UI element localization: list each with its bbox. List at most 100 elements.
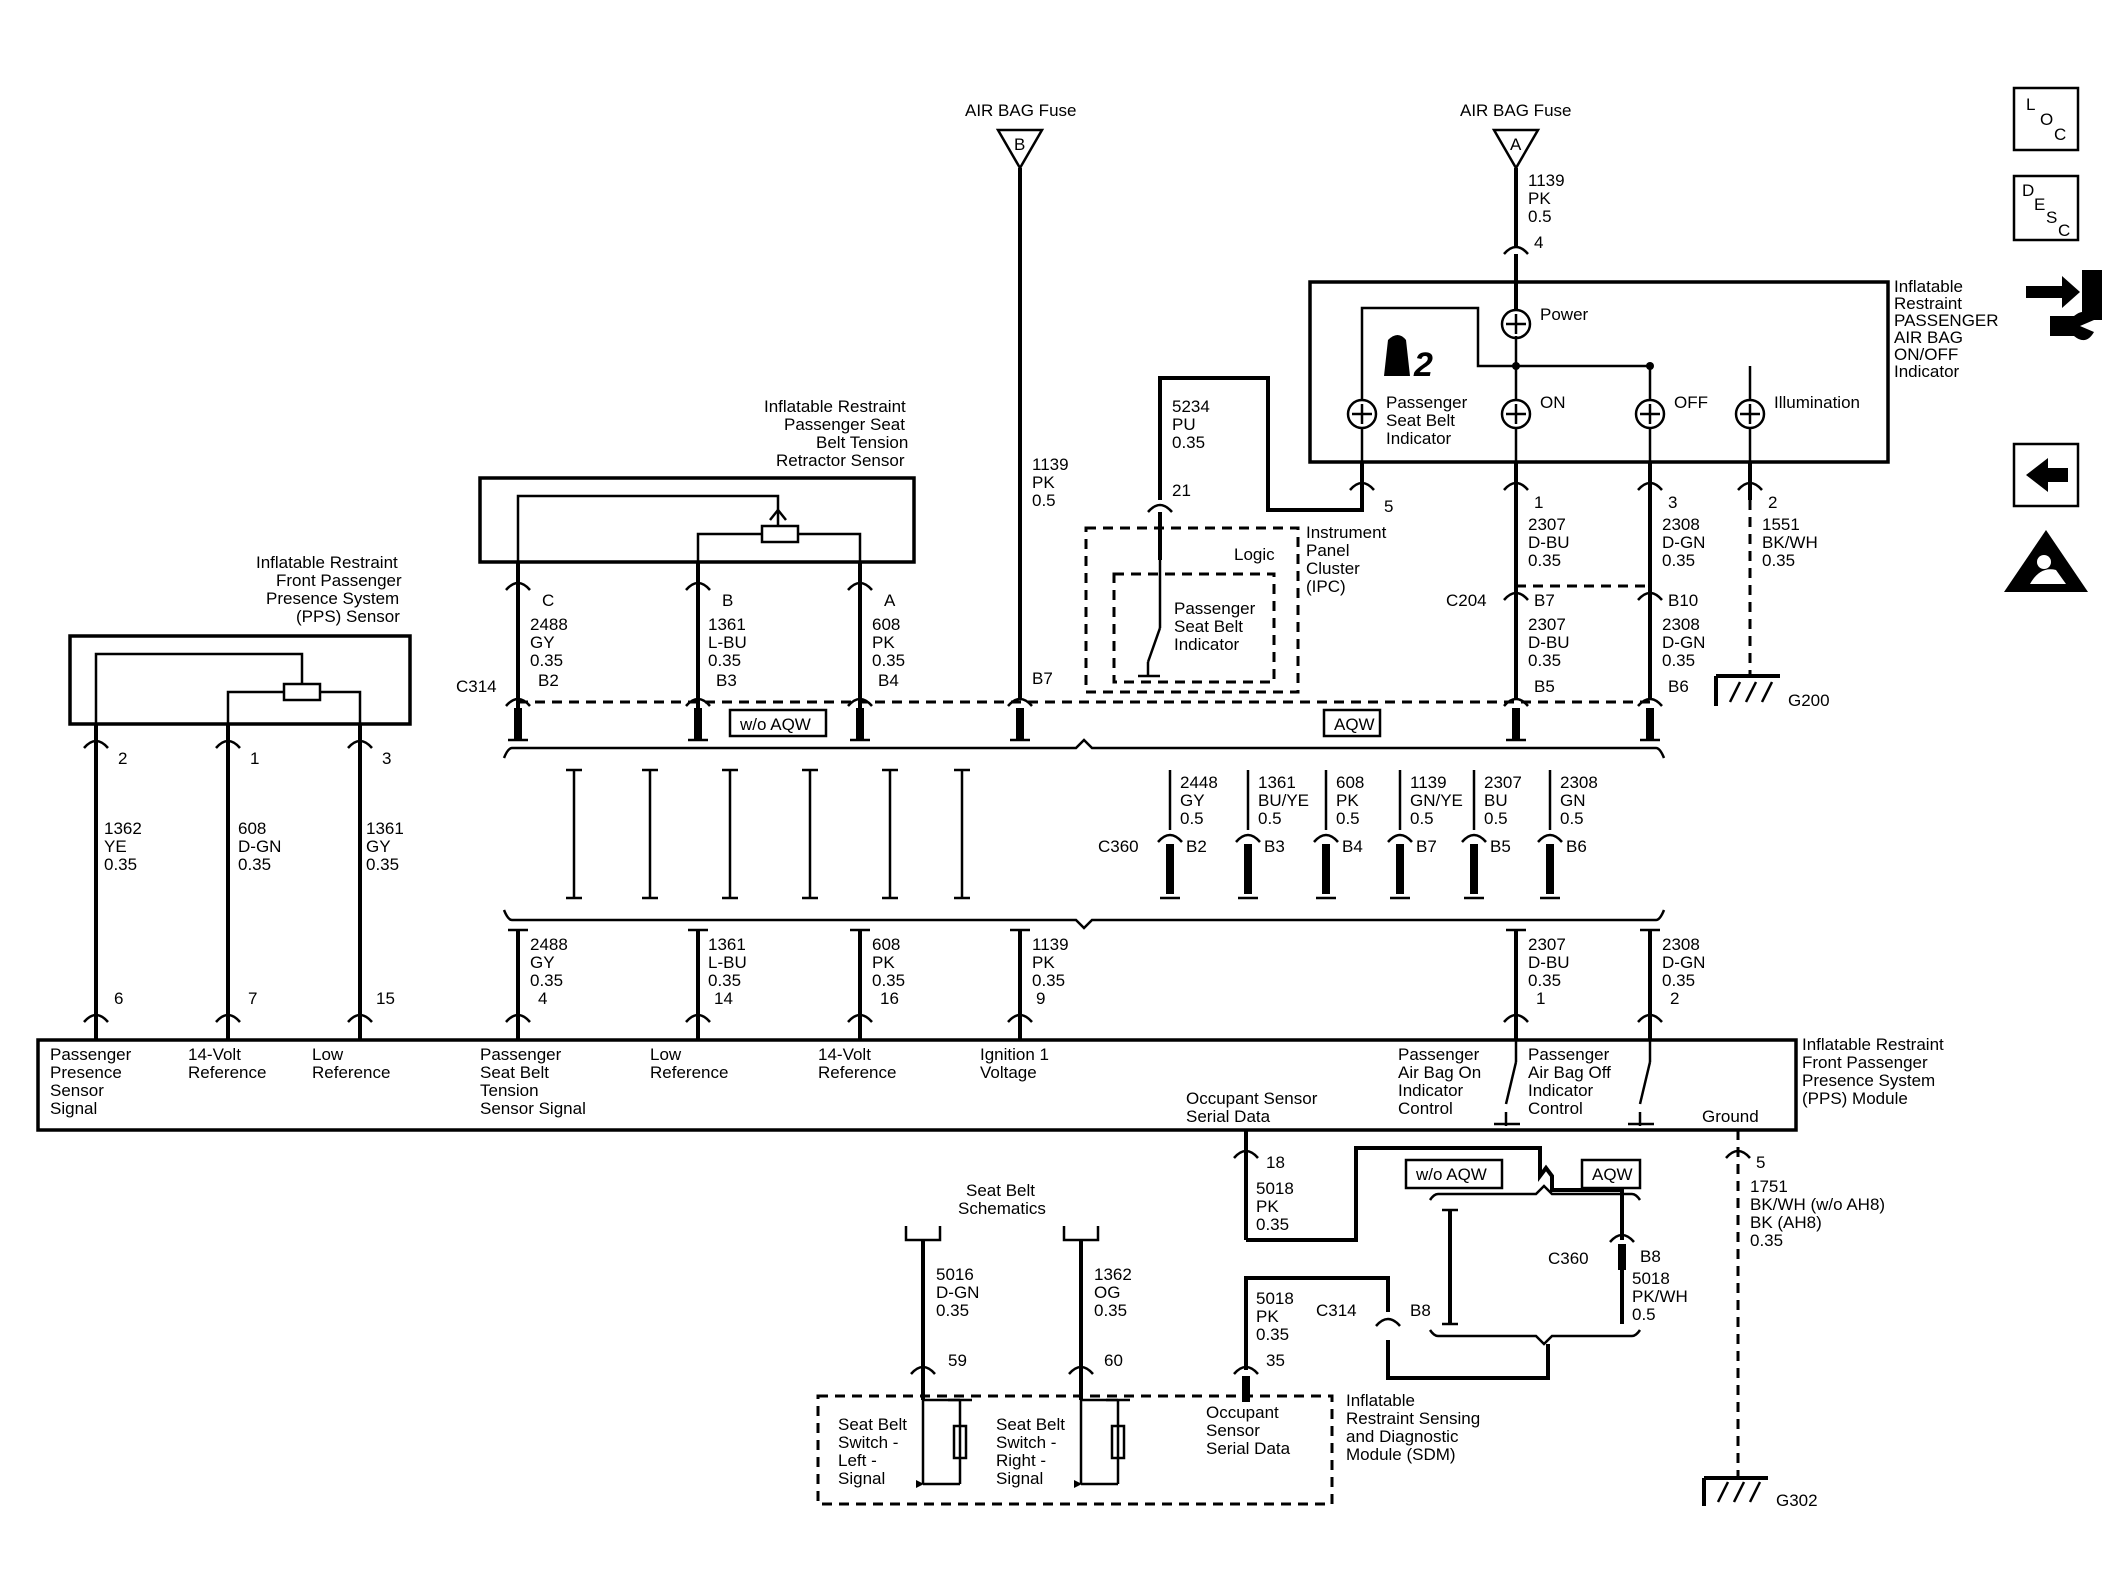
svg-text:1361: 1361 (708, 615, 746, 634)
c314-lower: C314 B8 5018 PK 0.35 35 (1233, 1276, 1431, 1402)
svg-text:Schematics: Schematics (958, 1199, 1046, 1218)
svg-text:Serial Data: Serial Data (1206, 1439, 1291, 1458)
svg-text:GY: GY (366, 837, 391, 856)
svg-text:1362: 1362 (1094, 1265, 1132, 1284)
desc-icon[interactable]: D E S C (2012, 174, 2080, 242)
off-lamp-icon: OFF (1634, 393, 1708, 430)
svg-text:Instrument: Instrument (1306, 523, 1387, 542)
svg-text:0.35: 0.35 (1032, 971, 1065, 990)
svg-text:Front Passenger: Front Passenger (276, 571, 402, 590)
svg-text:0.5: 0.5 (1632, 1305, 1656, 1324)
svg-text:0.35: 0.35 (1662, 651, 1695, 670)
svg-text:1139: 1139 (1410, 773, 1447, 792)
svg-text:B7: B7 (1416, 837, 1437, 856)
svg-text:Panel: Panel (1306, 541, 1349, 560)
psbi-lamp-icon: Passenger Seat Belt Indicator (1346, 393, 1468, 448)
svg-text:59: 59 (948, 1351, 967, 1370)
wire-2307-d-bu: 1 2307 D-BU 0.35 B7 2307 D-BU 0.35 B5 (1503, 462, 1570, 700)
airbag-warning-icon[interactable] (2004, 530, 2088, 592)
c204-label: C204 (1446, 591, 1487, 610)
svg-text:Passenger: Passenger (1386, 393, 1468, 412)
svg-text:Reference: Reference (650, 1063, 728, 1082)
svg-text:Illumination: Illumination (1774, 393, 1860, 412)
svg-text:B3: B3 (1264, 837, 1285, 856)
wire-2308-d-gn: 3 2308 D-GN 0.35 B10 2308 D-GN 0.35 B6 (1637, 462, 1705, 700)
svg-text:Presence System: Presence System (266, 589, 399, 608)
svg-text:GN/YE: GN/YE (1410, 791, 1463, 810)
svg-text:GY: GY (530, 633, 555, 652)
svg-text:B8: B8 (1410, 1301, 1431, 1320)
svg-text:B4: B4 (878, 671, 899, 690)
svg-text:Passenger: Passenger (480, 1045, 562, 1064)
lower-harness-wires: 2488 GY 0.35 4 1361 L-BU 0.35 14 608 PK … (505, 928, 1705, 1040)
connector-wrench-icon[interactable] (2026, 270, 2102, 341)
illumination-lamp-icon: Illumination (1734, 393, 1860, 430)
seat-belt-tension-sensor: Inflatable Restraint Passenger Seat Belt… (478, 397, 916, 580)
seatbelt-symbol-icon: 2 (1384, 335, 1433, 384)
svg-text:1: 1 (1536, 989, 1545, 1008)
svg-text:608: 608 (1336, 773, 1364, 792)
svg-text:0.35: 0.35 (708, 651, 741, 670)
svg-text:and Diagnostic: and Diagnostic (1346, 1427, 1459, 1446)
svg-text:15: 15 (376, 989, 395, 1008)
svg-text:PK: PK (1032, 473, 1055, 492)
svg-text:0.35: 0.35 (238, 855, 271, 874)
wire-5018-serial: 18 5018 PK 0.35 (1233, 1130, 1624, 1242)
svg-text:B10: B10 (1668, 591, 1698, 610)
svg-text:GY: GY (1180, 791, 1205, 810)
svg-text:Indicator: Indicator (1528, 1081, 1594, 1100)
svg-text:Control: Control (1398, 1099, 1453, 1118)
svg-text:Seat Belt: Seat Belt (1386, 411, 1455, 430)
svg-text:Indicator: Indicator (1398, 1081, 1464, 1100)
svg-text:Signal: Signal (996, 1469, 1043, 1488)
svg-text:5: 5 (1384, 497, 1393, 516)
svg-text:1362: 1362 (104, 819, 142, 838)
svg-text:Ground: Ground (1702, 1107, 1759, 1126)
c360-connector: C360 2448 GY 0.5 B2 1361 BU/YE 0.5 B3 60… (1098, 770, 1598, 900)
svg-text:Indicator: Indicator (1174, 635, 1240, 654)
pps-module: Inflatable Restraint Front Passenger Pre… (36, 1035, 1944, 1132)
svg-text:D-GN: D-GN (1662, 953, 1705, 972)
tag-wo-aqw-lower: w/o AQW (1404, 1158, 1504, 1190)
svg-text:BK/WH (w/o AH8): BK/WH (w/o AH8) (1750, 1195, 1885, 1214)
svg-text:Right -: Right - (996, 1451, 1046, 1470)
svg-text:5: 5 (1756, 1153, 1765, 1172)
svg-text:Presence: Presence (50, 1063, 122, 1082)
svg-text:GY: GY (530, 953, 555, 972)
svg-text:Tension: Tension (480, 1081, 539, 1100)
svg-text:BU: BU (1484, 791, 1508, 810)
svg-text:5016: 5016 (936, 1265, 974, 1284)
svg-text:14-Volt: 14-Volt (818, 1045, 871, 1064)
svg-text:Serial Data: Serial Data (1186, 1107, 1271, 1126)
svg-text:1: 1 (250, 749, 259, 768)
svg-text:B: B (1014, 135, 1025, 154)
svg-text:Retractor Sensor: Retractor Sensor (776, 451, 905, 470)
svg-text:0.35: 0.35 (1750, 1231, 1783, 1250)
svg-text:Passenger: Passenger (1528, 1045, 1610, 1064)
svg-text:Indicator: Indicator (1894, 362, 1960, 381)
svg-text:0.35: 0.35 (872, 651, 905, 670)
svg-text:0.35: 0.35 (1256, 1215, 1289, 1234)
pps-sensor: Inflatable Restraint Front Passenger Pre… (68, 553, 412, 742)
svg-text:21: 21 (1172, 481, 1191, 500)
svg-text:D-BU: D-BU (1528, 953, 1570, 972)
svg-text:0.35: 0.35 (1662, 551, 1695, 570)
svg-text:Module (SDM): Module (SDM) (1346, 1445, 1456, 1464)
svg-text:14: 14 (714, 989, 733, 1008)
svg-text:Belt Tension: Belt Tension (816, 433, 908, 452)
svg-text:B7: B7 (1032, 669, 1053, 688)
svg-text:Inflatable Restraint: Inflatable Restraint (764, 397, 906, 416)
seat-belt-schematics-ref[interactable]: Seat Belt Schematics (904, 1181, 1100, 1400)
svg-text:Seat Belt: Seat Belt (838, 1415, 907, 1434)
svg-text:Reference: Reference (312, 1063, 390, 1082)
svg-text:1361: 1361 (1258, 773, 1296, 792)
svg-text:5018: 5018 (1256, 1179, 1294, 1198)
svg-text:Presence System: Presence System (1802, 1071, 1935, 1090)
svg-text:Low: Low (312, 1045, 344, 1064)
svg-text:A: A (1510, 135, 1522, 154)
svg-text:PK: PK (872, 953, 895, 972)
back-arrow-icon[interactable] (2012, 442, 2080, 508)
svg-text:Power: Power (1540, 305, 1589, 324)
loc-icon[interactable]: L O C (2012, 86, 2080, 152)
svg-text:0.35: 0.35 (1762, 551, 1795, 570)
